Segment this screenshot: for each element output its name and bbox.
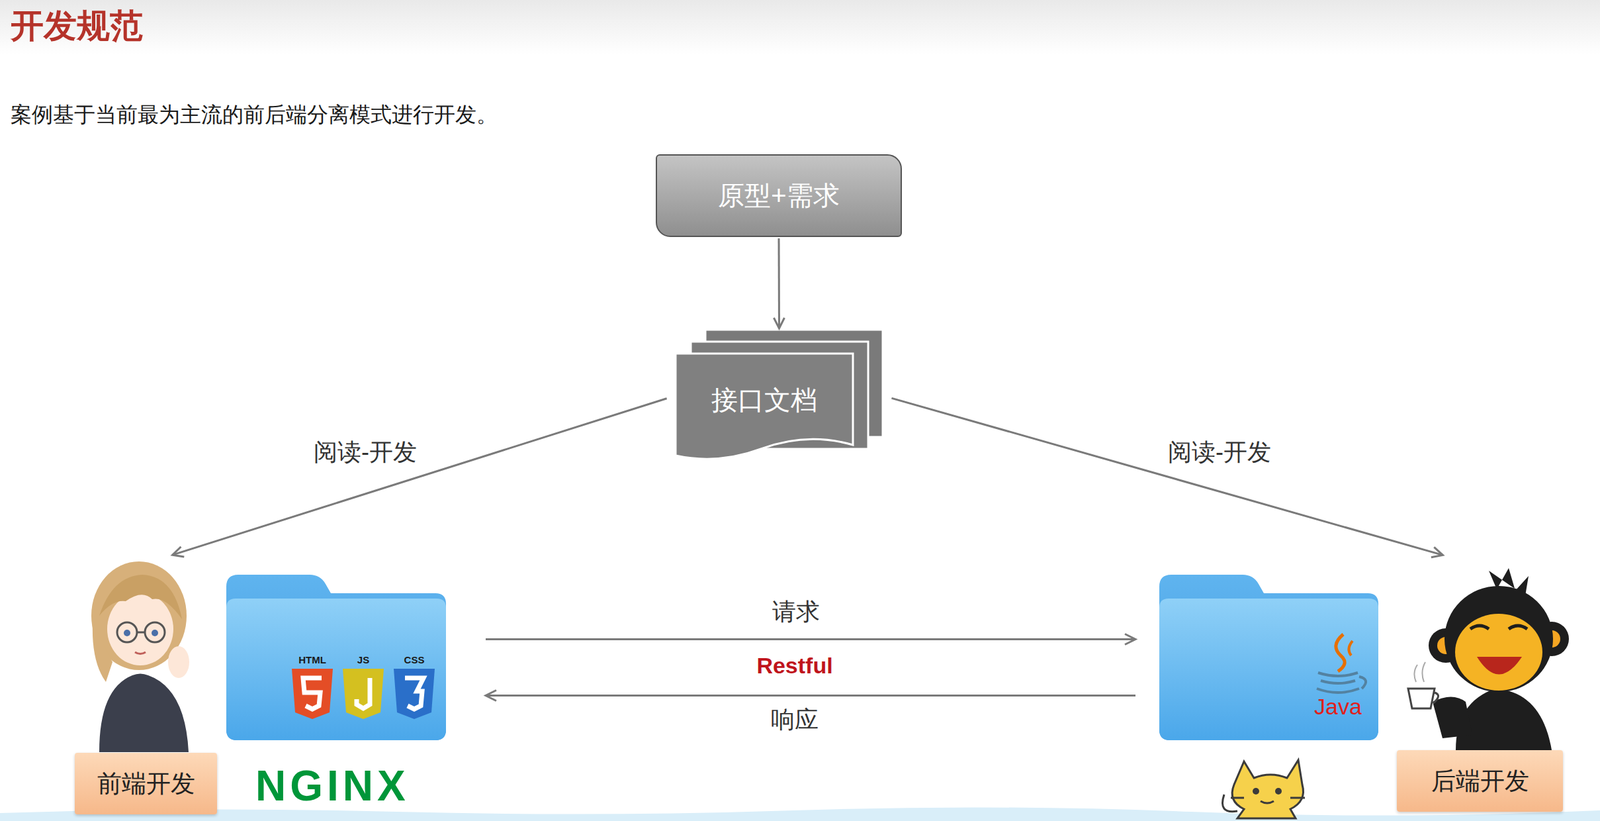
document-node: 接口文档 — [675, 329, 883, 462]
node-text: 后端开发 — [1431, 764, 1530, 798]
bottom-wave — [0, 806, 1600, 821]
connector-arrow — [485, 694, 1136, 697]
node-text: CSS — [404, 653, 425, 666]
role-badge: 前端开发 — [74, 752, 218, 814]
page-title: 开发规范 — [10, 3, 143, 49]
requirement-box: 原型+需求 — [655, 154, 902, 237]
backend-developer-figure — [1408, 567, 1569, 750]
header-band — [0, 0, 1600, 55]
intro-text: 案例基于当前最为主流的前后端分离模式进行开发。 — [10, 100, 498, 130]
role-badge: 后端开发 — [1396, 749, 1563, 812]
frontend-developer-figure — [91, 561, 190, 752]
backend-folder — [1159, 574, 1379, 740]
edge-label: 请求 — [769, 595, 823, 628]
node-text: 接口文档 — [711, 381, 818, 419]
edge-label: 响应 — [768, 703, 822, 736]
node-text: 原型+需求 — [717, 177, 840, 214]
edge-label: 阅读-开发 — [1165, 436, 1274, 469]
tomcat-logo — [1222, 759, 1306, 818]
node-text: 前端开发 — [97, 766, 196, 800]
backend-node: 后端开发 — [1392, 555, 1567, 814]
frontend-folder — [226, 574, 446, 740]
document-face: 接口文档 — [675, 353, 853, 446]
node-text: Java — [1314, 693, 1362, 720]
document-stack — [675, 329, 883, 459]
nginx-logo: NGINX — [255, 760, 410, 810]
connector-arrow — [891, 397, 1443, 555]
backend-folder-node: Java — [1159, 574, 1379, 740]
protocol-label: Restful — [753, 652, 836, 679]
frontend-folder-node: HTML JS CSS — [226, 574, 446, 740]
connector-arrow — [485, 637, 1136, 640]
node-text: JS — [357, 653, 370, 666]
connector-arrow — [172, 398, 667, 555]
connector-arrow — [778, 238, 781, 329]
requirement-box-face: 原型+需求 — [655, 154, 902, 237]
node-text: HTML — [298, 653, 327, 666]
edge-label: 阅读-开发 — [311, 436, 420, 469]
frontend-node: 前端开发 — [72, 555, 225, 814]
